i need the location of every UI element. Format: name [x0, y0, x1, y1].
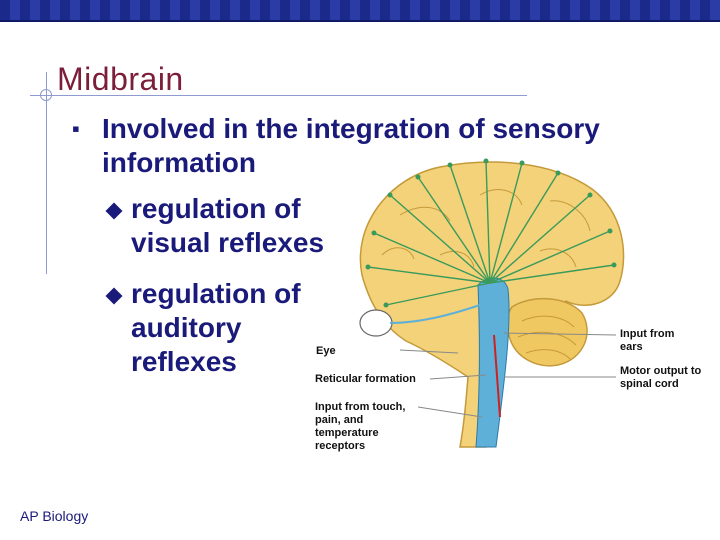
sub-bullet-text: regulation of auditory reflexes — [131, 278, 301, 377]
ears-input-label: Input from ears — [620, 328, 675, 353]
crosshair-horizontal-line — [30, 95, 527, 96]
sub-bullet-auditory: regulation of auditory reflexes — [105, 277, 331, 379]
crosshair-vertical-line — [46, 72, 47, 274]
main-bullet: ▪ Involved in the integration of sensory… — [72, 112, 672, 180]
sub-bullet-text: regulation of visual reflexes — [131, 193, 325, 258]
slide-title: Midbrain — [57, 61, 184, 97]
reticular-formation-label: Reticular formation — [315, 373, 416, 385]
footer-label: AP Biology — [20, 508, 89, 524]
motor-output-line — [493, 334, 501, 418]
brain-diagram: Eye Reticular formation Input from touch… — [290, 155, 710, 452]
eye-shape — [359, 309, 393, 337]
diamond-bullet-icon — [105, 202, 123, 220]
arrowheads — [365, 158, 617, 308]
sub-bullet-visual: regulation of visual reflexes — [105, 192, 361, 260]
diamond-bullet-icon — [105, 287, 123, 305]
main-bullet-text: Involved in the integration of sensory i… — [102, 113, 600, 178]
eye-label: Eye — [316, 345, 336, 357]
motor-output-label: Motor output to spinal cord — [620, 365, 702, 390]
brain-illustration — [359, 158, 625, 448]
brainstem-shape — [475, 277, 510, 448]
ascending-arrows — [367, 160, 615, 306]
crosshair-circle — [40, 89, 52, 101]
square-bullet-icon: ▪ — [72, 116, 80, 141]
touch-input-label: Input from touch, pain, and temperature … — [315, 401, 406, 452]
top-banner — [0, 0, 720, 22]
